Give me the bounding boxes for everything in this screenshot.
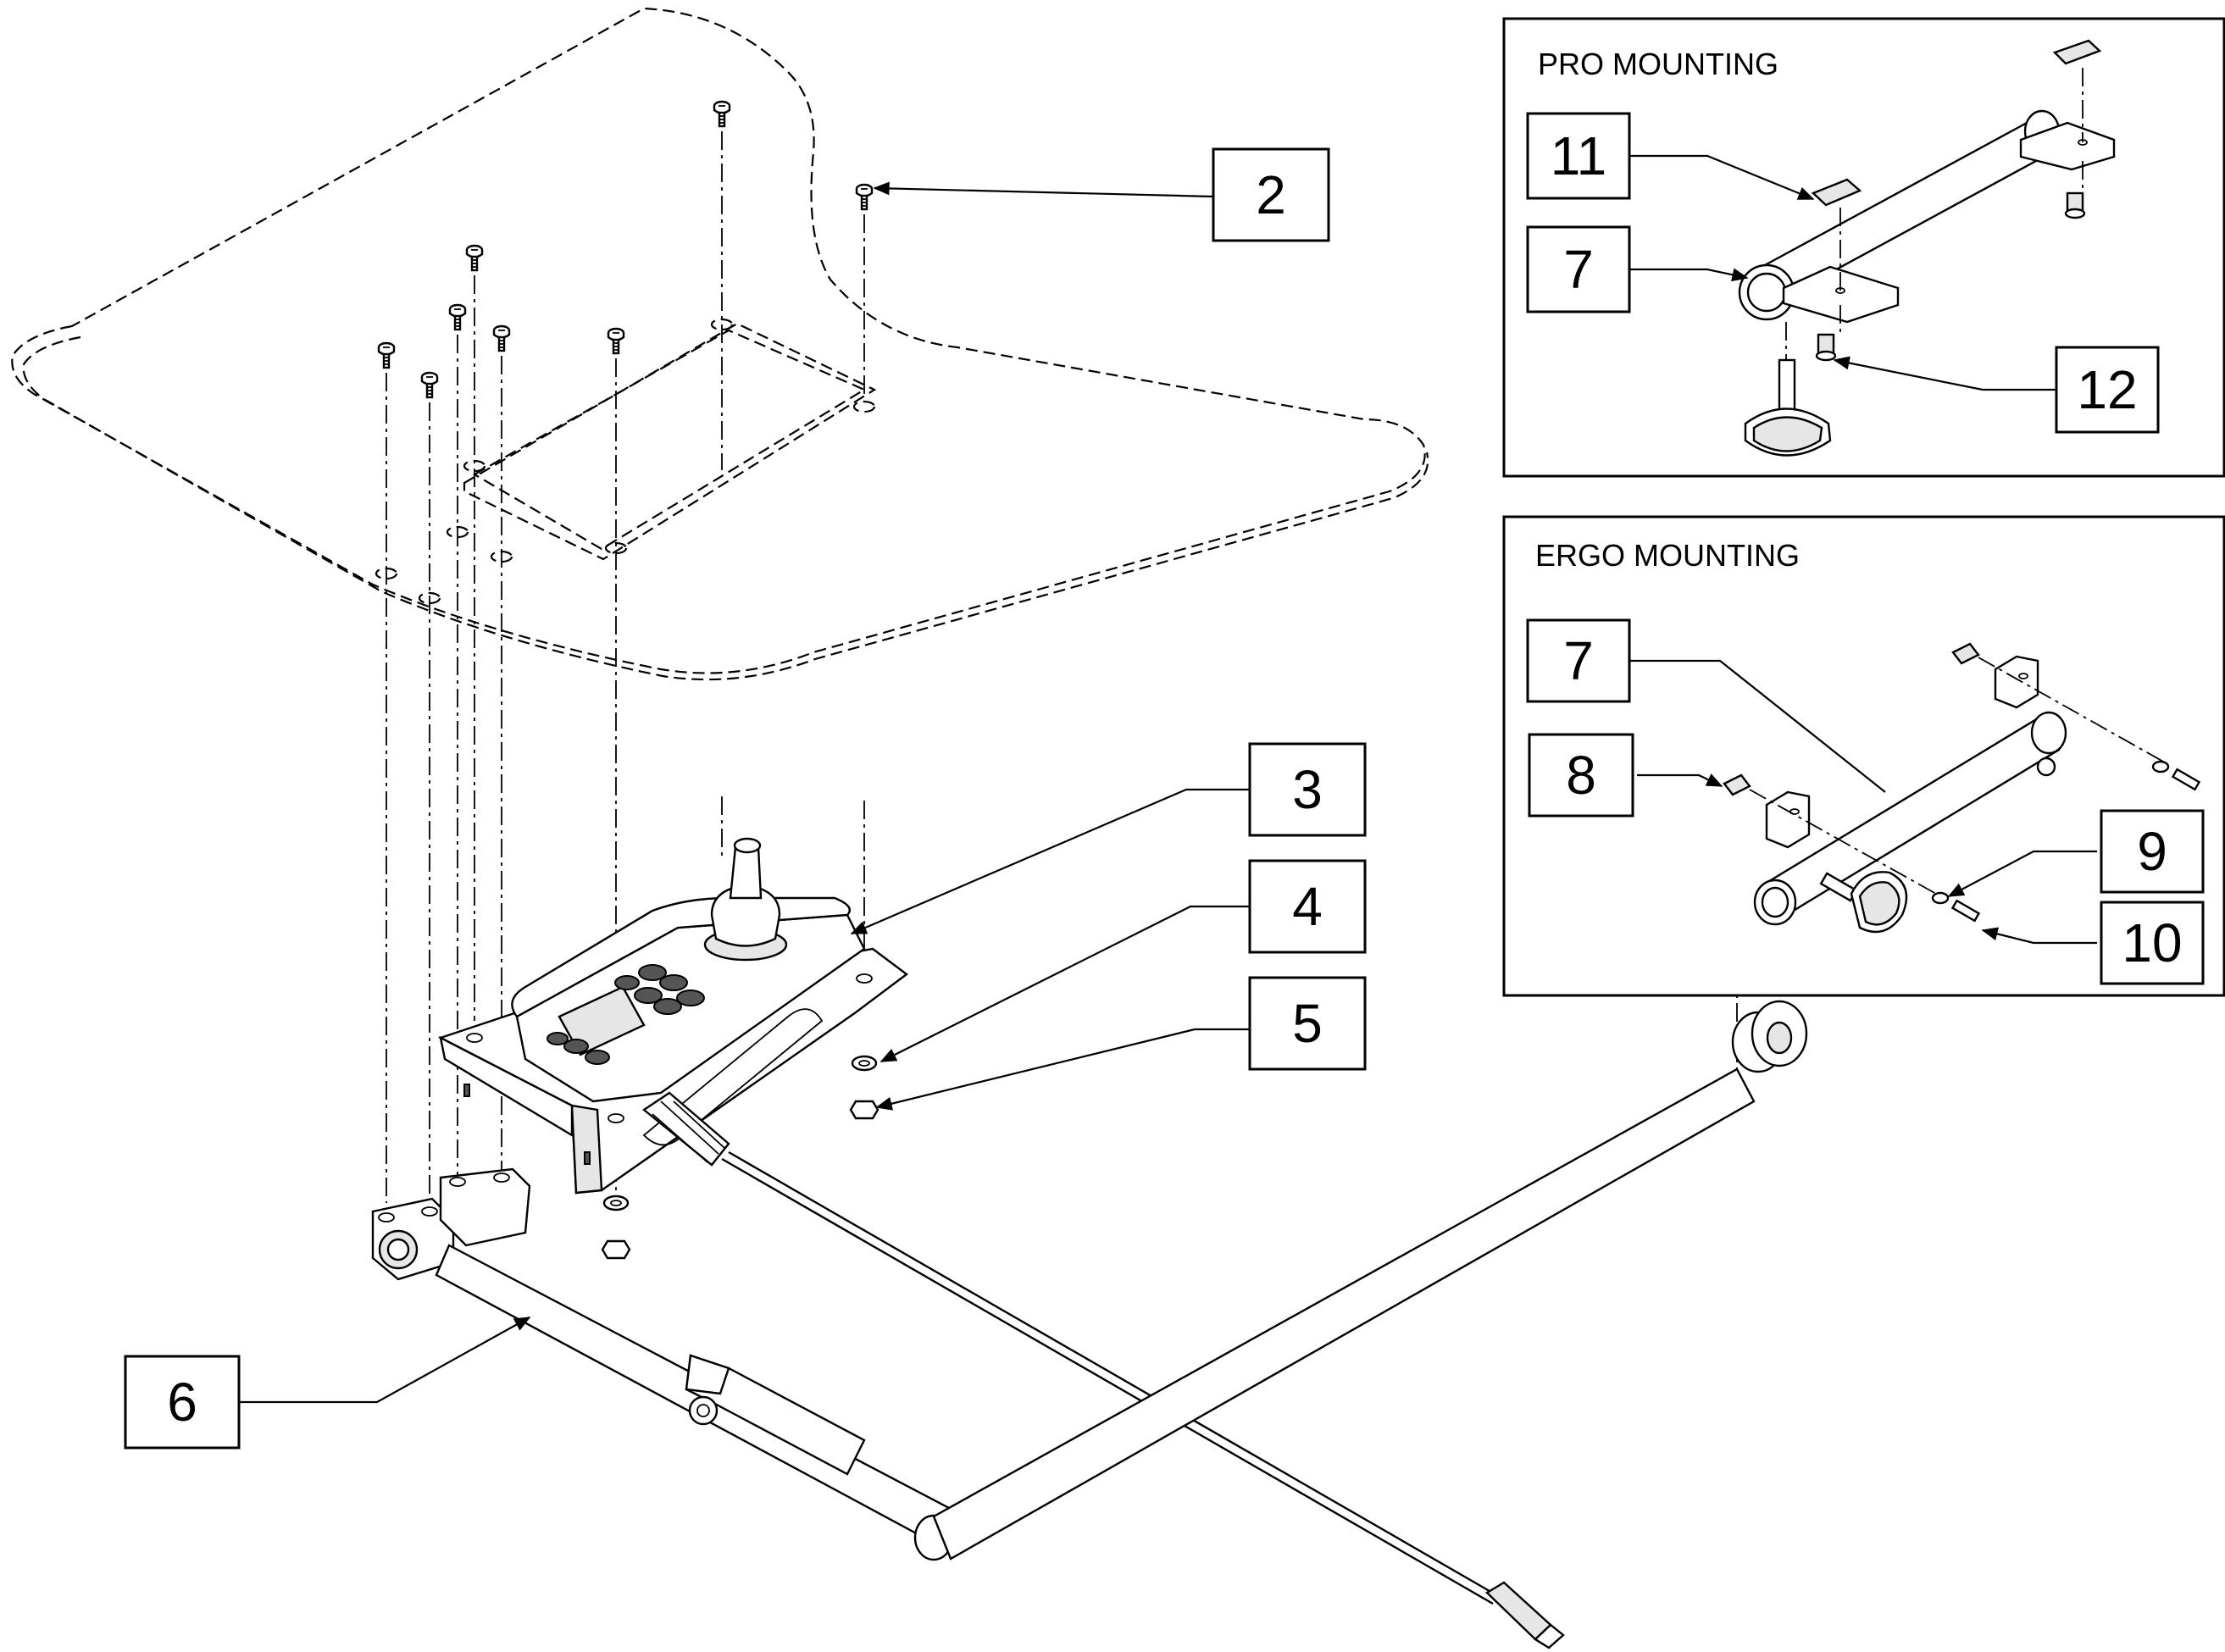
controller-buttons <box>547 964 705 1065</box>
svg-text:6: 6 <box>167 1372 197 1433</box>
svg-text:3: 3 <box>1292 759 1323 820</box>
svg-text:2: 2 <box>1256 164 1286 225</box>
svg-text:12: 12 <box>2077 359 2137 420</box>
joystick-knob <box>703 837 788 962</box>
svg-text:7: 7 <box>1563 630 1594 691</box>
svg-text:5: 5 <box>1292 993 1323 1054</box>
joystick-controller <box>437 837 1565 1649</box>
callout-7-ergo: 7 <box>1526 618 1631 703</box>
pro-mounting-title: PRO MOUNTING <box>1538 47 1778 81</box>
callout-9: 9 <box>2100 809 2205 894</box>
svg-text:8: 8 <box>1566 745 1596 806</box>
callout-6: 6 <box>124 1355 241 1450</box>
callout-8: 8 <box>1528 733 1634 818</box>
svg-text:9: 9 <box>2137 821 2167 882</box>
tray-outline <box>11 7 1429 681</box>
pro-mounting-panel: PRO MOUNTING 11 <box>1502 17 2225 478</box>
arm-end-fitting <box>1731 1000 1808 1073</box>
callout-10: 10 <box>2100 901 2205 985</box>
controller-cable <box>641 1091 1565 1649</box>
callout-11: 11 <box>1526 112 1631 200</box>
washer-item-4 <box>602 1055 878 1211</box>
callout-2: 2 <box>1212 147 1330 242</box>
svg-text:10: 10 <box>2122 912 2182 973</box>
callout-4: 4 <box>1248 859 1367 954</box>
leader-lines <box>239 181 1250 1404</box>
ergo-mounting-title: ERGO MOUNTING <box>1535 538 1800 573</box>
svg-text:7: 7 <box>1563 239 1594 300</box>
callout-7-pro: 7 <box>1526 225 1631 313</box>
mounting-arm-item-6 <box>371 1000 1808 1561</box>
svg-text:4: 4 <box>1292 876 1323 937</box>
callout-3: 3 <box>1248 742 1367 837</box>
nut-item-5 <box>601 1100 879 1260</box>
svg-text:11: 11 <box>1551 125 1606 186</box>
callout-5: 5 <box>1248 976 1367 1071</box>
callout-12: 12 <box>2055 346 2160 434</box>
tray-holes <box>375 318 876 605</box>
ergo-mounting-panel: ERGO MOUNTING 7 <box>1502 515 2225 997</box>
